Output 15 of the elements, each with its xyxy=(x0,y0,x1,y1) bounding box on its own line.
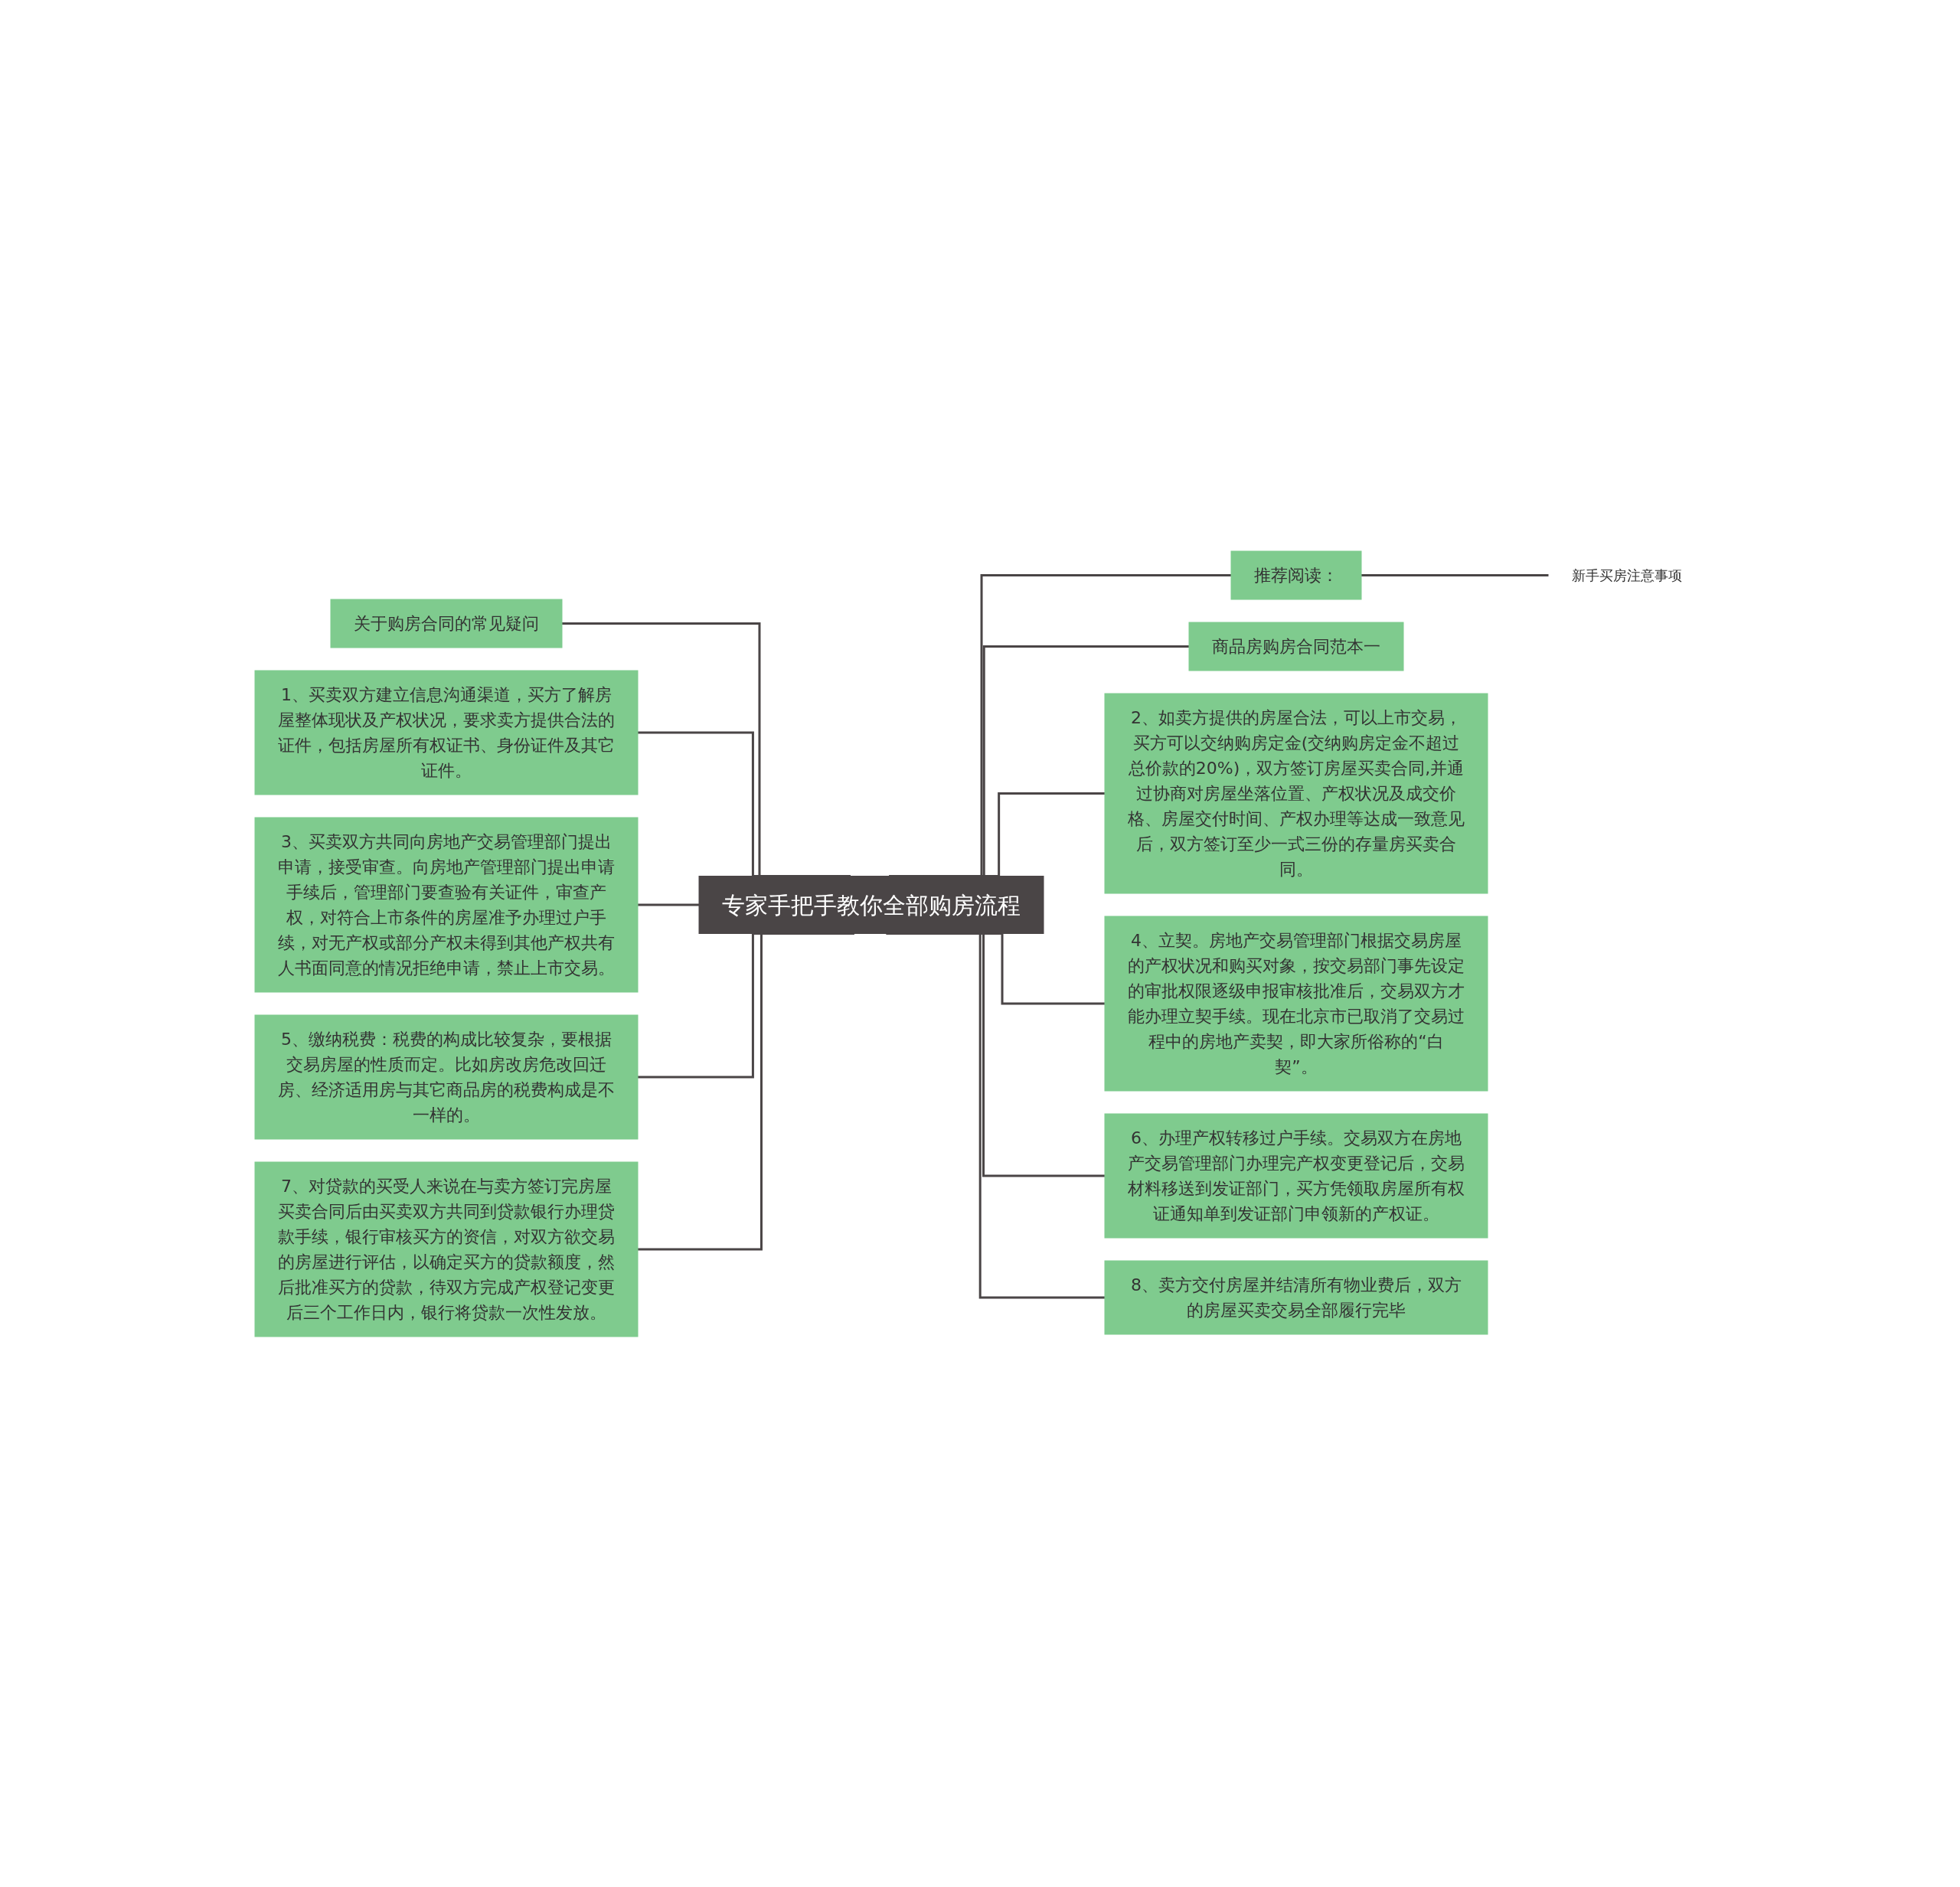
node-box: 1、买卖双方建立信息沟通渠道，买方了解房屋整体现状及产权状况，要求卖方提供合法的证件，包括房屋所有权证书、身份证件及其它证件。 xyxy=(254,670,639,795)
node-text: 新手买房注意事项 xyxy=(1572,566,1682,583)
connector xyxy=(638,903,699,906)
node-box: 3、买卖双方共同向房地产交易管理部门提出申请，接受审查。向房地产管理部门提出申请手续后，管理部门要查验有关证件，审查产权，对符合上市条件的房屋准予办理过户手续，对无产权或部分产权未得到其他产权共有人书面同意的情况拒绝申请，禁止上市交易。 xyxy=(254,817,639,992)
node-box: 5、缴纳税费：税费的构成比较复杂，要根据交易房屋的性质而定。比如房改房危改回迁房、经济适用房与其它商品房的税费构成是不一样的。 xyxy=(254,1014,639,1139)
connector xyxy=(1361,573,1549,576)
node-box: 6、办理产权转移过户手续。交易双方在房地产交易管理部门办理完产权变更登记后，交易材料移送到发证部门，买方凭领取房屋所有权证通知单到发证部门申领新的产权证。 xyxy=(1104,1113,1488,1238)
node-box: 4、立契。房地产交易管理部门根据交易房屋的产权状况和购买对象，按交易部门事先设定的审批权限逐级申报审核批准后，交易双方才能办理立契手续。现在北京市已取消了交易过程中的房地产卖契，即大家所俗称的“白契”。 xyxy=(1104,916,1488,1091)
node-box: 8、卖方交付房屋并结清所有物业费后，双方的房屋买卖交易全部履行完毕 xyxy=(1104,1260,1488,1334)
node-box: 推荐阅读： xyxy=(1230,550,1362,599)
node-box: 商品房购房合同范本一 xyxy=(1188,622,1404,671)
node-box: 2、如卖方提供的房屋合法，可以上市交易，买方可以交纳购房定金(交纳购房定金不超过总价款的20%)，双方签订房屋买卖合同,并通过协商对房屋坐落位置、产权状况及成交价格、房屋交付时间、产权办理等达成一致意见后，双方签订至少一式三份的存量房买卖合同。 xyxy=(1104,693,1488,893)
node-box: 7、对贷款的买受人来说在与卖方签订完房屋买卖合同后由买卖双方共同到贷款银行办理贷款手续，银行审核买方的资信，对双方欲交易的房屋进行评估，以确定买方的贷款额度，然后批准买方的贷款，待双方完成产权登记变更后三个工作日内，银行将贷款一次性发放。 xyxy=(254,1161,639,1337)
node-box: 关于购房合同的常见疑问 xyxy=(330,599,563,648)
node-box: 专家手把手教你全部购房流程 xyxy=(698,875,1044,934)
